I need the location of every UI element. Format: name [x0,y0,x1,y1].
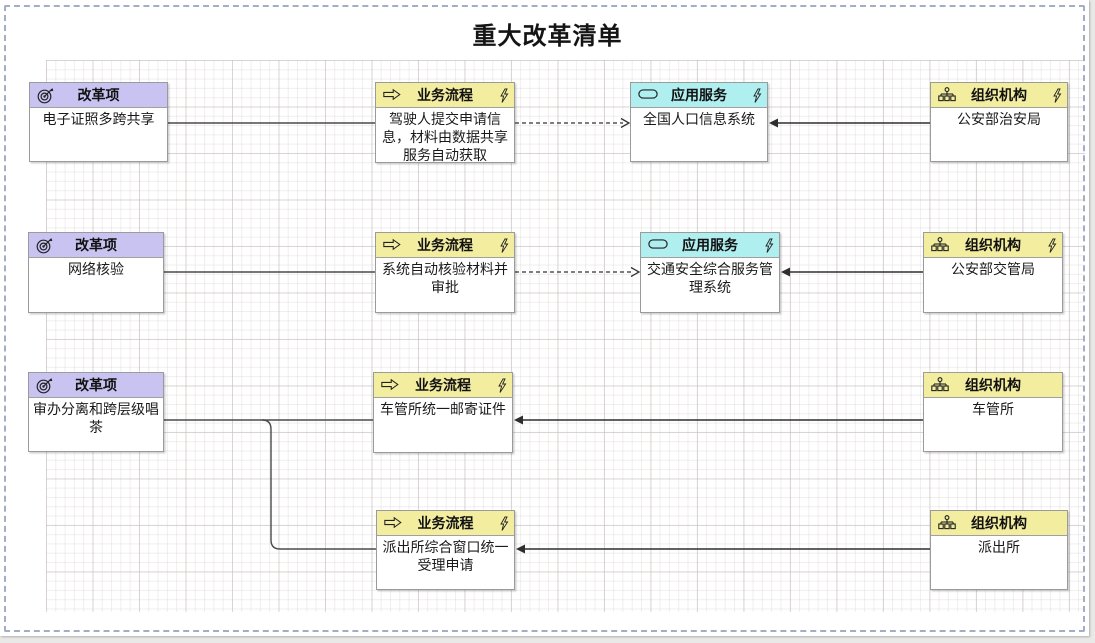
node-app-service-1[interactable]: 应用服务 全国人口信息系统 [630,82,768,162]
lightning-icon [1052,87,1062,103]
node-business-process-4[interactable]: 业务流程 派出所综合窗口统一受理申请 [376,510,515,590]
diagram-title: 重大改革清单 [472,23,623,50]
node-business-process-3[interactable]: 业务流程 车管所统一邮寄证件 [373,372,513,453]
node-header: 组织机构 [924,233,1062,258]
lightning-icon [497,377,507,393]
node-header: 业务流程 [376,233,514,258]
node-type-label: 改革项 [77,87,120,103]
node-header: 改革项 [29,233,163,258]
application-service-icon [648,237,668,254]
organization-icon [931,237,949,254]
node-text: 派出所 [978,539,1020,555]
node-organization-3[interactable]: 组织机构 车管所 [923,372,1063,452]
canvas-grid [46,60,1085,612]
lightning-icon [499,515,509,531]
application-service-icon [638,87,658,104]
lightning-icon [1047,237,1057,253]
node-organization-4[interactable]: 组织机构 派出所 [930,510,1068,590]
node-text: 审办分离和跨层级唱茶 [33,401,159,435]
node-app-service-2[interactable]: 应用服务 交通安全综合服务管理系统 [640,232,780,313]
lightning-icon [752,87,762,103]
target-icon [36,377,54,394]
node-organization-2[interactable]: 组织机构 公安部交管局 [923,232,1063,313]
node-text: 公安部交管局 [951,261,1035,277]
node-text: 车管所 [972,401,1014,417]
lightning-icon [499,237,509,253]
node-business-process-2[interactable]: 业务流程 系统自动核验材料并审批 [375,232,515,313]
node-text: 系统自动核验材料并审批 [382,261,508,295]
node-header: 业务流程 [377,511,514,536]
node-reform-item-2[interactable]: 改革项 网络核验 [28,232,164,313]
node-type-label: 组织机构 [965,237,1021,253]
node-text: 驾驶人提交申请信息，材料由数据共享服务自动获取 [382,111,508,163]
node-text: 交通安全综合服务管理系统 [647,261,773,295]
node-header: 组织机构 [931,83,1067,108]
lightning-icon [499,87,509,103]
organization-icon [938,87,956,104]
node-type-label: 应用服务 [682,237,738,253]
node-type-label: 业务流程 [417,237,473,253]
node-header: 改革项 [29,373,163,398]
node-text: 车管所统一邮寄证件 [380,401,506,417]
target-icon [37,87,55,104]
node-business-process-1[interactable]: 业务流程 驾驶人提交申请信息，材料由数据共享服务自动获取 [375,82,515,163]
node-type-label: 改革项 [75,377,117,393]
node-text: 电子证照多跨共享 [42,111,155,127]
node-type-label: 改革项 [75,237,117,253]
node-type-label: 组织机构 [971,87,1027,103]
node-header: 应用服务 [641,233,779,258]
lightning-icon [764,237,774,253]
node-header: 改革项 [30,83,167,108]
node-text: 网络核验 [68,261,124,277]
node-text: 全国人口信息系统 [643,111,755,127]
node-text: 派出所综合窗口统一受理申请 [382,539,509,573]
target-icon [36,237,54,254]
node-type-label: 业务流程 [417,87,473,103]
node-reform-item-1[interactable]: 改革项 电子证照多跨共享 [29,82,168,162]
process-arrow-icon [384,515,402,532]
node-type-label: 组织机构 [965,377,1021,393]
node-organization-1[interactable]: 组织机构 公安部治安局 [930,82,1068,162]
node-header: 组织机构 [924,373,1062,398]
organization-icon [938,515,956,532]
node-type-label: 组织机构 [971,515,1027,531]
process-arrow-icon [383,87,401,104]
process-arrow-icon [383,237,401,254]
node-type-label: 业务流程 [417,515,474,531]
node-text: 公安部治安局 [957,111,1041,127]
node-type-label: 业务流程 [415,377,471,393]
page-dashed-border [4,5,1085,632]
node-header: 业务流程 [374,373,512,398]
process-arrow-icon [381,377,399,394]
organization-icon [931,377,949,394]
node-header: 业务流程 [376,83,514,108]
node-header: 组织机构 [931,511,1067,536]
node-type-label: 应用服务 [671,87,727,103]
node-header: 应用服务 [631,83,767,108]
node-reform-item-3[interactable]: 改革项 审办分离和跨层级唱茶 [28,372,164,452]
